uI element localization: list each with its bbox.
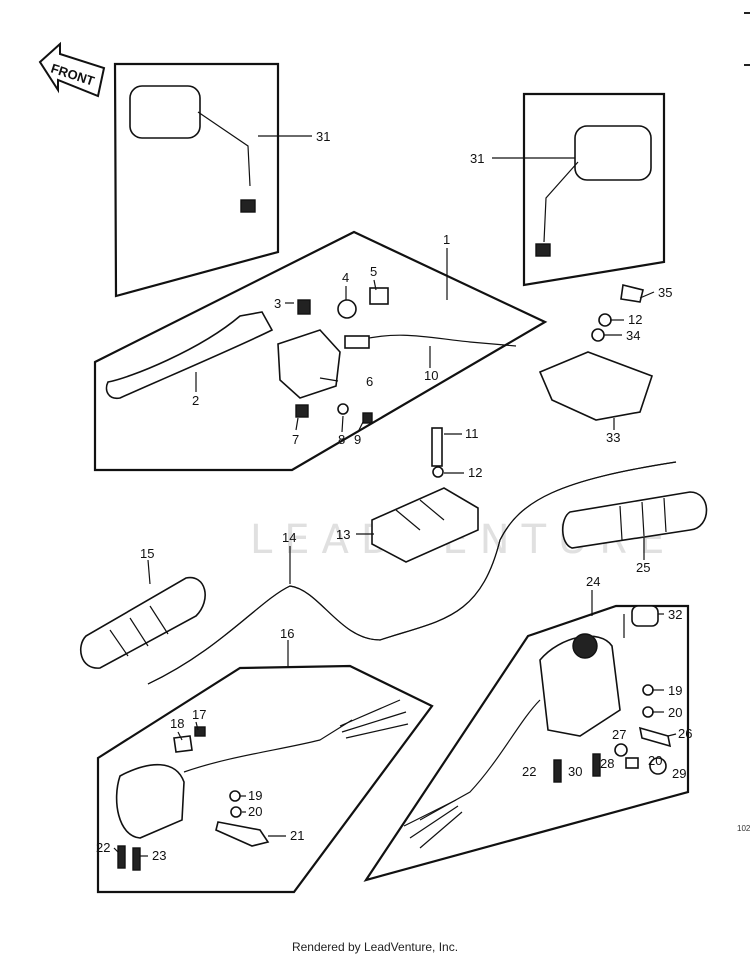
callout-12-clamp: 12 <box>468 465 482 480</box>
callout-6: 6 <box>366 374 373 389</box>
leader-lines <box>113 135 677 857</box>
edge-mark-second <box>744 64 750 66</box>
callout-32: 32 <box>668 607 682 622</box>
callout-21: 21 <box>290 828 304 843</box>
callout-28: 28 <box>600 756 614 771</box>
callout-19-right: 19 <box>668 683 682 698</box>
handlebar <box>147 461 677 685</box>
callout-12-bracket: 12 <box>628 312 642 327</box>
right-grip <box>561 491 708 549</box>
callout-16: 16 <box>280 626 294 641</box>
front-arrow: FRONT <box>38 41 106 98</box>
footer-credit: Rendered by LeadVenture, Inc. <box>291 940 459 954</box>
callout-23: 23 <box>152 848 166 863</box>
callout-25: 25 <box>636 560 650 575</box>
callout-2: 2 <box>192 393 199 408</box>
callout-18: 18 <box>170 716 184 731</box>
callout-27: 27 <box>612 727 626 742</box>
callout-26: 26 <box>678 726 692 741</box>
callout-3: 3 <box>274 296 281 311</box>
callout-14: 14 <box>282 530 296 545</box>
callout-22-right: 22 <box>522 764 536 779</box>
left-grip <box>79 576 206 669</box>
callout-29: 29 <box>672 766 686 781</box>
clutch-lever-group <box>93 230 548 472</box>
callout-11: 11 <box>465 426 479 441</box>
callout-31-right: 31 <box>470 151 484 166</box>
callout-9: 9 <box>354 432 361 447</box>
callout-20-left: 20 <box>248 804 262 819</box>
handlebar-clamp <box>371 487 479 563</box>
callout-4: 4 <box>342 270 349 285</box>
edge-mark-top <box>744 12 750 14</box>
callout-17: 17 <box>192 707 206 722</box>
callout-1: 1 <box>443 232 450 247</box>
callout-15: 15 <box>140 546 154 561</box>
callout-30: 30 <box>568 764 582 779</box>
callout-20-right-b: 20 <box>648 753 662 768</box>
callout-labels: 31 31 1 2 3 4 5 6 7 8 9 10 11 12 12 13 1… <box>96 129 692 863</box>
bracket-group <box>538 284 654 421</box>
callout-33: 33 <box>606 430 620 445</box>
callout-35: 35 <box>658 285 672 300</box>
callout-5: 5 <box>370 264 377 279</box>
callout-19-left: 19 <box>248 788 262 803</box>
right-mirror-group <box>522 92 666 287</box>
callout-10: 10 <box>424 368 438 383</box>
left-mirror-group <box>113 62 280 298</box>
callout-13: 13 <box>336 527 350 542</box>
callout-34: 34 <box>626 328 640 343</box>
left-switch-group <box>96 664 434 894</box>
callout-31-left: 31 <box>316 129 330 144</box>
callout-7: 7 <box>292 432 299 447</box>
callout-20-right-a: 20 <box>668 705 682 720</box>
callout-8: 8 <box>338 432 345 447</box>
callout-22-left: 22 <box>96 840 110 855</box>
clamp-bolt-group <box>431 427 444 478</box>
right-switch-group <box>363 604 690 882</box>
page-reference: 102 <box>737 824 750 833</box>
callout-24: 24 <box>586 574 600 589</box>
